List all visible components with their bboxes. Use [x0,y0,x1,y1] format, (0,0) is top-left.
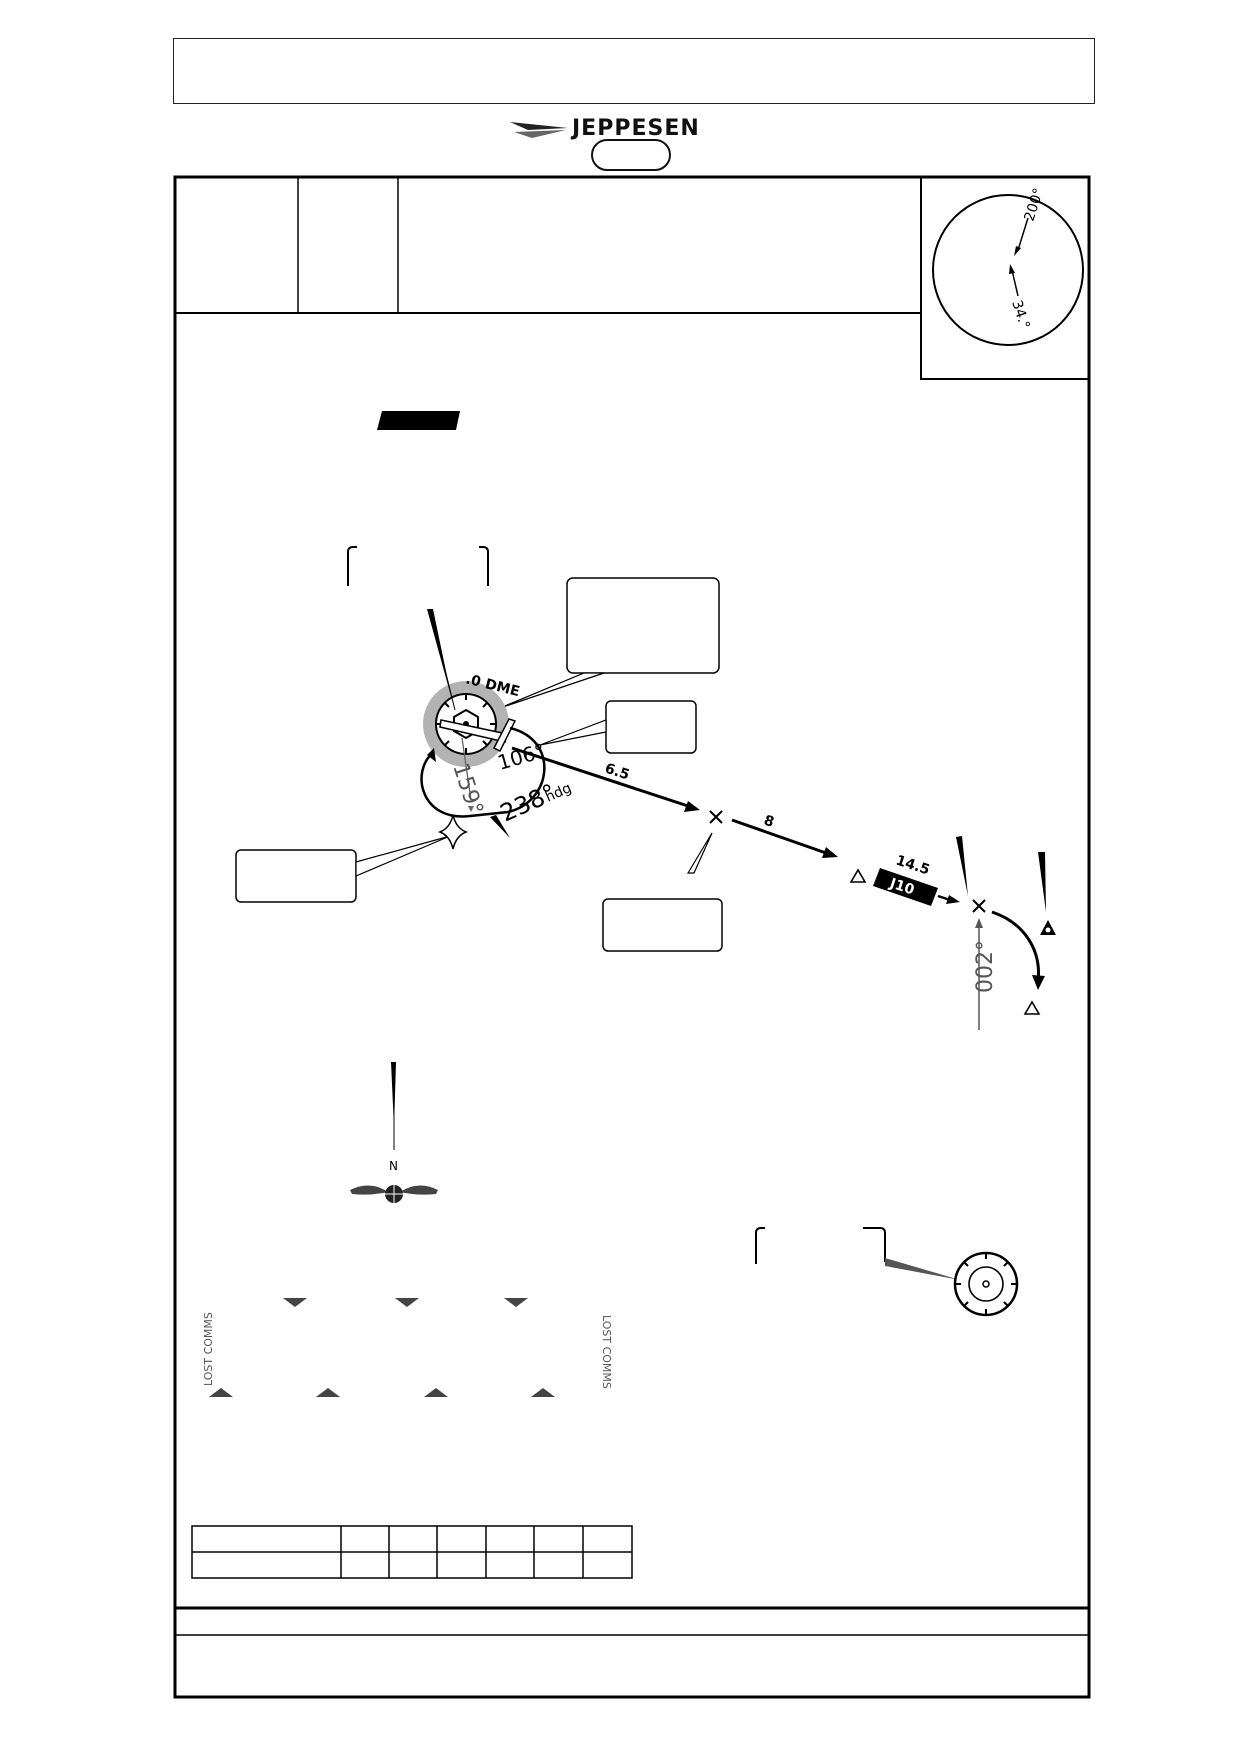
callout-pointer-navaid [499,672,605,709]
callout-box-holding [605,700,697,754]
holding-arrow-icon [427,748,436,762]
fix-cross-1-icon [709,810,723,824]
fix-1-needle [686,832,713,874]
leg3-distance-label: 14.5 [894,853,932,879]
compass-emblem-icon [350,1185,438,1203]
msa-box [920,177,1089,380]
holding-course-label: 159° [447,760,487,818]
minimums-table [191,1525,633,1579]
lost-comms-markers-bottom [209,1388,555,1397]
station-needle-line [429,608,456,711]
fix-cross-2-icon [972,899,986,913]
lower-vor-inner [968,1266,1004,1302]
heading-needle [490,815,510,838]
holding-pattern [420,726,546,818]
final-course-arrow-icon [975,918,983,928]
route-leg-1-arrow-icon [684,801,700,812]
lower-vor-ticks [955,1253,1017,1315]
jeppesen-swoosh-icon [510,122,568,138]
waypoint-triangle-1-icon [849,868,867,883]
callout-pointer-holding [539,719,607,746]
lost-comms-right: LOST COMMS [600,1315,613,1389]
waypoint-triangle-2-icon [1023,1000,1041,1015]
msa-outbound-arrow-icon [1014,246,1021,256]
msa-inbound-course-line [1011,269,1019,297]
leg2-distance-label: 8 [762,813,776,831]
lower-vor-center [982,1280,990,1288]
page-indicator-pill [591,139,671,171]
brand-name: JEPPESEN [572,116,700,141]
lost-comms-markers-top [283,1298,528,1307]
bracket-upper [347,546,489,586]
callout-box-navaid [566,577,720,674]
airway-label: J10 [887,875,917,898]
turn-arc-arrow-icon [1032,975,1045,990]
vor-tick-marks [436,694,496,754]
msa-inbound-label: 34.° [1008,298,1032,331]
bracket-lower [755,1227,886,1264]
lower-vor-pointer [885,1258,960,1280]
msa-circle [932,194,1084,346]
route-leg-3-arrow-icon [946,895,960,904]
leg1-distance-label: 6.5 [603,761,632,784]
callout-box-fix [602,898,723,952]
holding-fix-wedge [492,718,517,753]
right-needle [1038,852,1046,912]
holding-inbound-line [461,737,472,801]
callout-pointer-reporting [355,835,451,877]
turn-arc [991,910,1040,983]
black-banner [377,411,460,430]
route-leg-1 [511,746,689,808]
final-course-label: 002° [973,940,998,993]
station-needle-north [427,609,452,700]
chart-frame [173,175,1091,1699]
lost-comms-left: LOST COMMS [202,1312,215,1386]
waypoint-triangle-filled-dot [1045,927,1051,933]
msa-outbound-course-line [1017,217,1029,251]
reporting-point-star-icon [437,814,469,850]
callout-box-reporting [235,849,357,903]
fix-2-needle [956,836,968,896]
holding-inbound-arrow-icon [468,806,474,812]
route-leg-2 [731,818,827,855]
msa-inbound-arrow-icon [1009,264,1015,274]
header-box [173,38,1095,104]
route-leg-2-arrow-icon [822,847,838,858]
jeppesen-logo: JEPPESEN [508,116,748,144]
airway-box [873,868,938,906]
north-label: N [389,1159,398,1173]
